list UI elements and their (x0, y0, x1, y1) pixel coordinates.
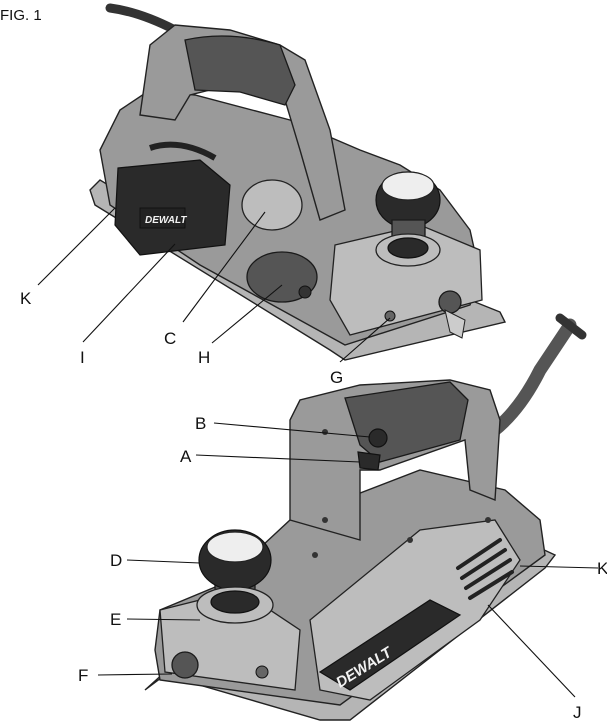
brand-logo-top: DEWALT (145, 215, 187, 226)
callout-B: B (195, 414, 206, 433)
leader-K-bottom (519, 565, 599, 569)
callout-E: E (110, 610, 121, 629)
leader-G (339, 317, 391, 363)
callout-F: F (78, 666, 88, 685)
planer-top-view: DEWALT (89, 3, 507, 361)
callout-G: G (330, 368, 343, 387)
leader-E (126, 618, 201, 621)
callout-D: D (110, 551, 122, 570)
callout-A: A (180, 447, 192, 466)
leader-A (195, 454, 361, 463)
figure-title: FIG. 1 (0, 7, 42, 24)
trigger-switch (357, 451, 381, 471)
leader-I (82, 243, 176, 343)
leader-K-top (37, 207, 116, 286)
callout-K-bottom: K (597, 559, 607, 578)
leader-H (211, 284, 283, 344)
callout-C: C (164, 329, 176, 348)
lock-off-button (368, 428, 388, 448)
belt-cover-badge (318, 599, 462, 691)
leader-C (182, 211, 266, 323)
chip-ejector-boss-top (241, 179, 303, 231)
handle-grip-top (184, 35, 296, 106)
callout-H: H (198, 348, 210, 367)
leader-J (487, 604, 576, 698)
leader-B (213, 422, 371, 438)
leader-D (126, 559, 201, 564)
planer-bottom-view: DEWALT (144, 313, 587, 721)
leader-F (97, 673, 173, 676)
parallel-fence-knob (171, 651, 199, 679)
callout-K-top: K (20, 289, 32, 308)
callout-I: I (80, 348, 85, 367)
callout-J: J (573, 703, 582, 722)
